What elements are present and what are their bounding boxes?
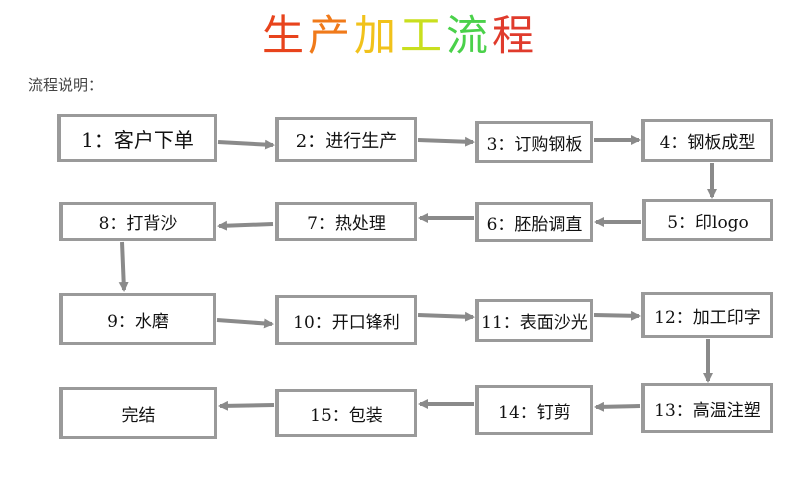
process-description-label: 流程说明： [28,76,104,94]
step-1-box: 1：客户下单 [57,114,217,162]
title-char-4: 工 [400,11,447,60]
step-5-box: 5：印logo [642,199,773,241]
arrow-9-10 [216,318,274,329]
arrow-15-end [218,400,275,411]
step-7-box: 7：热处理 [275,202,417,241]
arrow-7-8 [217,220,274,231]
step-15-box: 15：包装 [275,389,417,437]
title-char-6: 程 [492,11,539,60]
step-9-box: 9：水磨 [59,293,216,345]
step-14-box: 14：钉剪 [475,385,593,435]
arrow-11-12 [593,310,641,321]
title-char-3: 加 [353,11,400,60]
arrow-10-11 [417,311,475,322]
step-8-box: 8：打背沙 [59,202,216,241]
step-3-box: 3：订购钢板 [475,121,593,163]
step-6-box: 6：胚胎调直 [475,202,593,242]
step-end-box: 完结 [59,387,217,439]
step-11-box: 11：表面沙光 [475,299,593,342]
title-char-2: 产 [307,11,354,60]
step-4-box: 4：钢板成型 [641,119,773,162]
arrow-13-14 [594,401,641,412]
arrow-1-2 [217,139,275,150]
step-13-box: 13：高温注塑 [641,383,773,433]
title-char-1: 生 [261,11,308,60]
page-title: 生产加工流程 [0,6,800,66]
title-char-5: 流 [446,11,493,60]
arrow-8-9 [118,241,129,292]
arrow-2-3 [417,136,475,147]
step-12-box: 12：加工印字 [641,292,773,338]
step-10-box: 10：开口锋利 [275,295,417,345]
step-2-box: 2：进行生产 [275,117,417,162]
